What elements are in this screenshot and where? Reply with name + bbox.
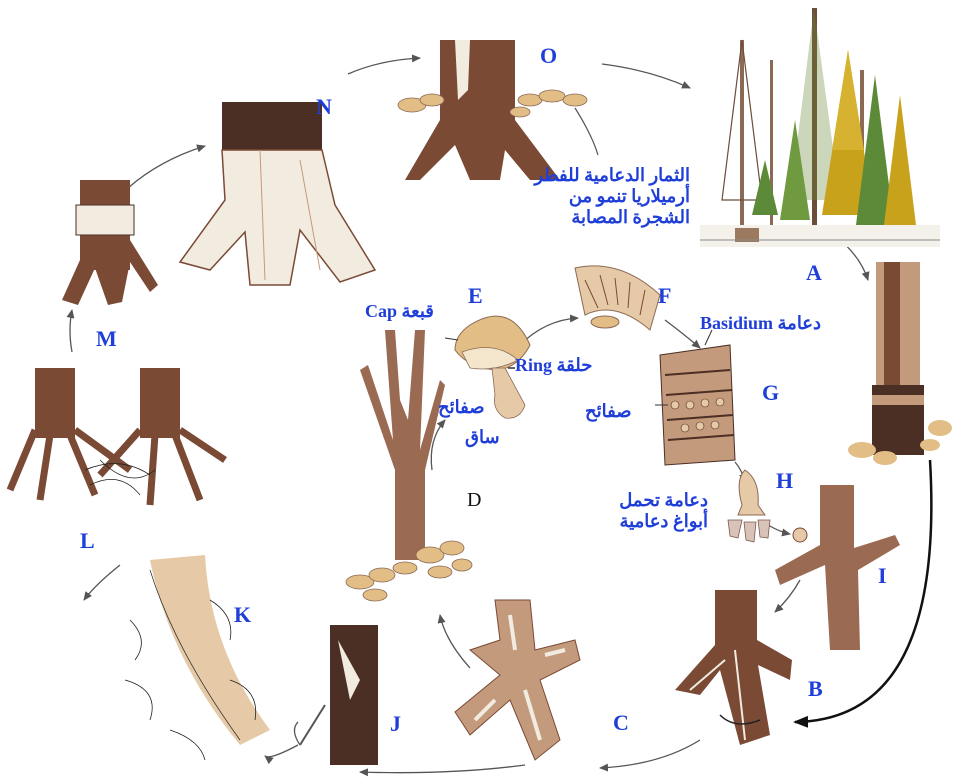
ring-label-en: Ring xyxy=(515,355,552,375)
arrow-m-to-n xyxy=(128,146,205,188)
basidium-label-en: Basidium xyxy=(700,313,773,333)
arrow-k-to-l xyxy=(84,565,120,600)
stage-n-mycelial-fan-stump xyxy=(180,102,375,285)
stage-m-small-stump xyxy=(62,180,158,305)
basidiospores-caption: دعامة تحمل أبواغ دعامية xyxy=(598,490,708,532)
stage-label-j: J xyxy=(390,713,401,735)
stage-label-l: L xyxy=(80,530,95,552)
cap-label: Cap قبعة xyxy=(365,302,434,320)
stage-h-basidium-with-spores xyxy=(728,470,770,542)
stage-f-gill-section xyxy=(575,266,660,330)
arrow-c-to-j xyxy=(360,765,525,773)
stage-label-o: O xyxy=(540,45,557,67)
stage-k-root-with-rhizomorphs xyxy=(125,555,270,760)
stage-g-basidia-layer xyxy=(655,330,735,465)
stage-a-forest-illustration xyxy=(700,8,940,247)
stage-b-infected-roots xyxy=(675,590,792,745)
stage-label-c: C xyxy=(613,712,629,734)
stage-l-rhizomorph-network xyxy=(10,368,225,505)
arrow-o-to-a xyxy=(602,64,690,88)
cap-label-ar: قبعة xyxy=(402,301,434,321)
stage-label-b: B xyxy=(808,678,823,700)
stage-label-f: F xyxy=(658,285,671,307)
arrow-e-to-f xyxy=(520,318,578,345)
stage-label-k: K xyxy=(234,604,251,626)
stage-d-tree-with-mushrooms xyxy=(346,330,472,601)
cap-label-en: Cap xyxy=(365,301,397,321)
arrow-l-to-m xyxy=(70,310,72,352)
arrow-j-to-k-main xyxy=(265,745,298,757)
basidiospores-caption-line2: أبواغ دعامية xyxy=(598,511,708,532)
stage-label-m: M xyxy=(96,328,117,350)
stage-a-infected-trunk xyxy=(848,262,952,465)
stage-label-d: D xyxy=(467,490,481,510)
fruiting-bodies-caption: الثمار الدعامية للفطر أرميلاريا تنمو من … xyxy=(520,165,690,228)
gills-label-e: صفائح xyxy=(438,398,485,416)
arrow-n-to-o xyxy=(348,58,420,74)
stage-label-h: H xyxy=(776,470,793,492)
arrow-j-to-k xyxy=(294,722,300,745)
stage-label-i: I xyxy=(878,565,887,587)
basidiospores-caption-line1: دعامة تحمل xyxy=(598,490,708,511)
arrow-b-to-c xyxy=(600,740,700,768)
arrow-c-to-d xyxy=(440,615,470,668)
fruiting-caption-line1: الثمار الدعامية للفطر xyxy=(520,165,690,186)
ring-label: Ring حلقة xyxy=(515,356,592,374)
fruiting-caption-line2: أرميلاريا تنمو من xyxy=(520,186,690,207)
stage-label-n: N xyxy=(316,96,332,118)
stage-label-e: E xyxy=(468,285,483,307)
stalk-label: ساق xyxy=(465,428,500,446)
ring-label-ar: حلقة xyxy=(557,355,593,375)
arrow-f-to-g xyxy=(665,320,700,348)
stage-o-fruiting-stump xyxy=(398,40,598,180)
fruiting-caption-line3: الشجرة المصابة xyxy=(520,207,690,228)
basidium-label: Basidium دعامة xyxy=(700,314,821,332)
stage-label-g: G xyxy=(762,382,779,404)
gills-label-g: صفائح xyxy=(585,402,632,420)
basidium-label-ar: دعامة xyxy=(778,313,822,333)
stage-label-a: A xyxy=(806,262,822,284)
arrow-h-to-i xyxy=(768,525,790,534)
arrow-i-to-b xyxy=(775,580,800,612)
stage-c-mycelium-under-bark xyxy=(455,600,580,760)
stage-j-peeled-trunk xyxy=(300,625,378,765)
